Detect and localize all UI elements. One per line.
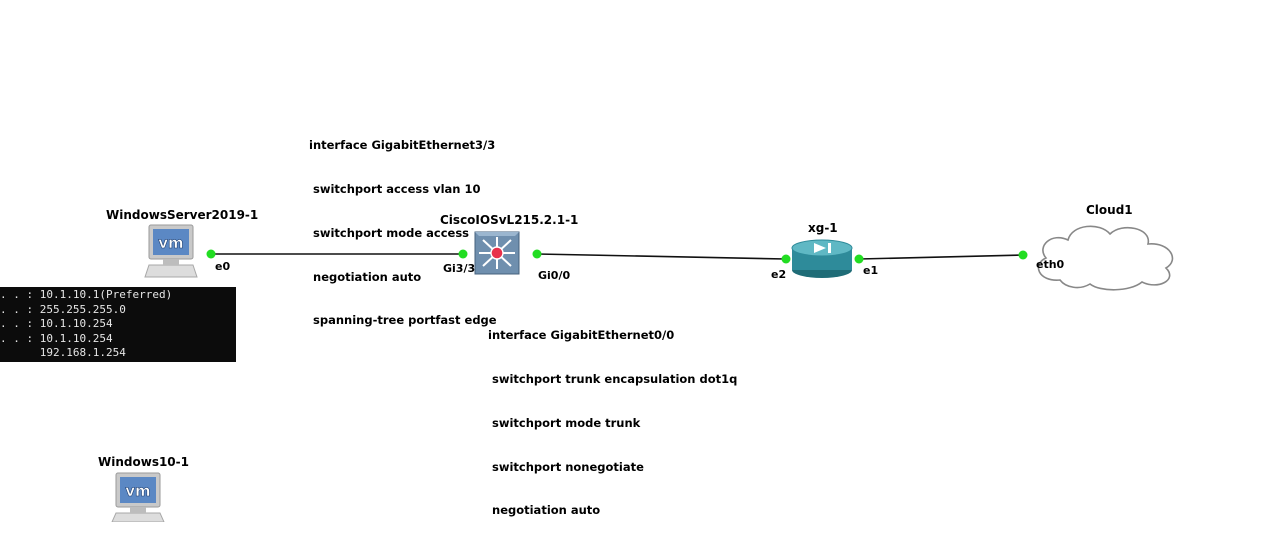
port-dot-gi33[interactable] [458, 249, 468, 259]
svg-text:vm: vm [158, 234, 183, 252]
topology-canvas: vm vm [111, 224, 1174, 522]
node-label-cloud: Cloud1 [1086, 203, 1133, 217]
port-label-gi00: Gi0/0 [538, 269, 571, 282]
console-line: . . : 10.1.10.1(Preferred) [0, 288, 173, 301]
multilayer-switch-icon[interactable] [474, 231, 520, 275]
console-line: . . : 10.1.10.254 [0, 331, 113, 345]
port-dot-e2[interactable] [781, 254, 791, 264]
port-dot-e1[interactable] [854, 254, 864, 264]
note-line: switchport access vlan 10 [309, 181, 481, 196]
cloud-icon[interactable] [1037, 225, 1174, 291]
note-gi00-config[interactable]: interface GigabitEthernet0/0 switchport … [488, 299, 737, 533]
port-dot-eth0[interactable] [1018, 250, 1028, 260]
node-label-winserver: WindowsServer2019-1 [106, 208, 259, 222]
port-dot-e0[interactable] [206, 249, 216, 259]
console-snippet: . . : 10.1.10.1(Preferred) . . : 255.255… [0, 287, 236, 362]
note-line: spanning-tree portfast edge [309, 313, 497, 328]
console-line: . . : 10.1.10.254 [0, 317, 113, 331]
note-line: switchport mode trunk [488, 415, 641, 430]
node-label-switch: CiscoIOSvL215.2.1-1 [440, 213, 579, 227]
console-line: 192.168.1.254 [0, 346, 126, 360]
vm-icon[interactable]: vm [111, 472, 165, 522]
note-line: switchport nonegotiate [488, 459, 644, 474]
svg-text:vm: vm [125, 482, 150, 500]
port-label-e0: e0 [215, 260, 231, 273]
port-label-e1: e1 [863, 264, 879, 277]
note-line: negotiation auto [309, 269, 422, 284]
node-label-firewall: xg-1 [808, 221, 838, 235]
note-line: negotiation auto [488, 503, 601, 518]
note-line: switchport trunk encapsulation dot1q [488, 371, 738, 386]
link-switch-firewall[interactable] [536, 253, 787, 260]
note-line: interface GigabitEthernet0/0 [488, 328, 675, 343]
link-firewall-cloud[interactable] [858, 254, 1024, 260]
console-line: . . : 255.255.255.0 [0, 302, 126, 316]
port-label-eth0: eth0 [1036, 258, 1065, 271]
note-line: switchport mode access [309, 225, 470, 240]
vm-icon[interactable]: vm [144, 224, 198, 278]
port-label-gi33: Gi3/3 [443, 262, 476, 275]
node-label-win10: Windows10-1 [98, 455, 189, 469]
note-line: interface GigabitEthernet3/3 [309, 138, 496, 153]
note-gi33-config[interactable]: interface GigabitEthernet3/3 switchport … [309, 109, 497, 343]
router-icon[interactable] [791, 239, 853, 278]
port-dot-gi00[interactable] [532, 249, 542, 259]
port-label-e2: e2 [771, 268, 787, 281]
